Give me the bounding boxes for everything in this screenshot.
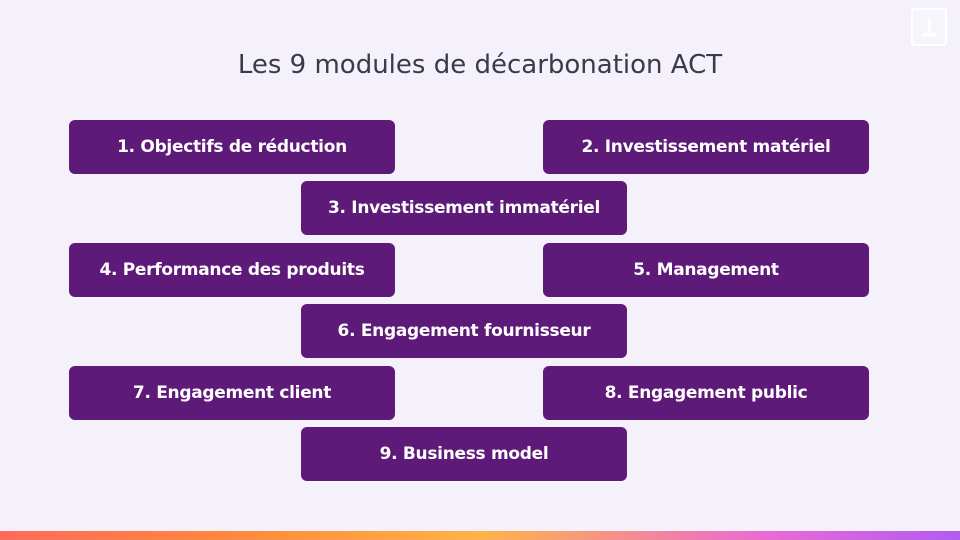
module-management: 5. Management bbox=[543, 243, 869, 297]
diagram-title: Les 9 modules de décarbonation ACT bbox=[237, 50, 723, 80]
module-engagement-public: 8. Engagement public bbox=[543, 366, 869, 420]
module-objectifs-de-reduction: 1. Objectifs de réduction bbox=[69, 120, 395, 174]
logo-icon bbox=[911, 8, 947, 46]
module-engagement-fournisseur: 6. Engagement fournisseur bbox=[301, 304, 627, 358]
logo-stem bbox=[928, 19, 931, 33]
logo-base bbox=[922, 33, 937, 36]
module-business-model: 9. Business model bbox=[301, 427, 627, 481]
module-engagement-client: 7. Engagement client bbox=[69, 366, 395, 420]
module-investissement-immateriel: 3. Investissement immatériel bbox=[301, 181, 627, 235]
module-investissement-materiel: 2. Investissement matériel bbox=[543, 120, 869, 174]
gradient-footer-bar bbox=[0, 531, 960, 540]
module-performance-des-produits: 4. Performance des produits bbox=[69, 243, 395, 297]
